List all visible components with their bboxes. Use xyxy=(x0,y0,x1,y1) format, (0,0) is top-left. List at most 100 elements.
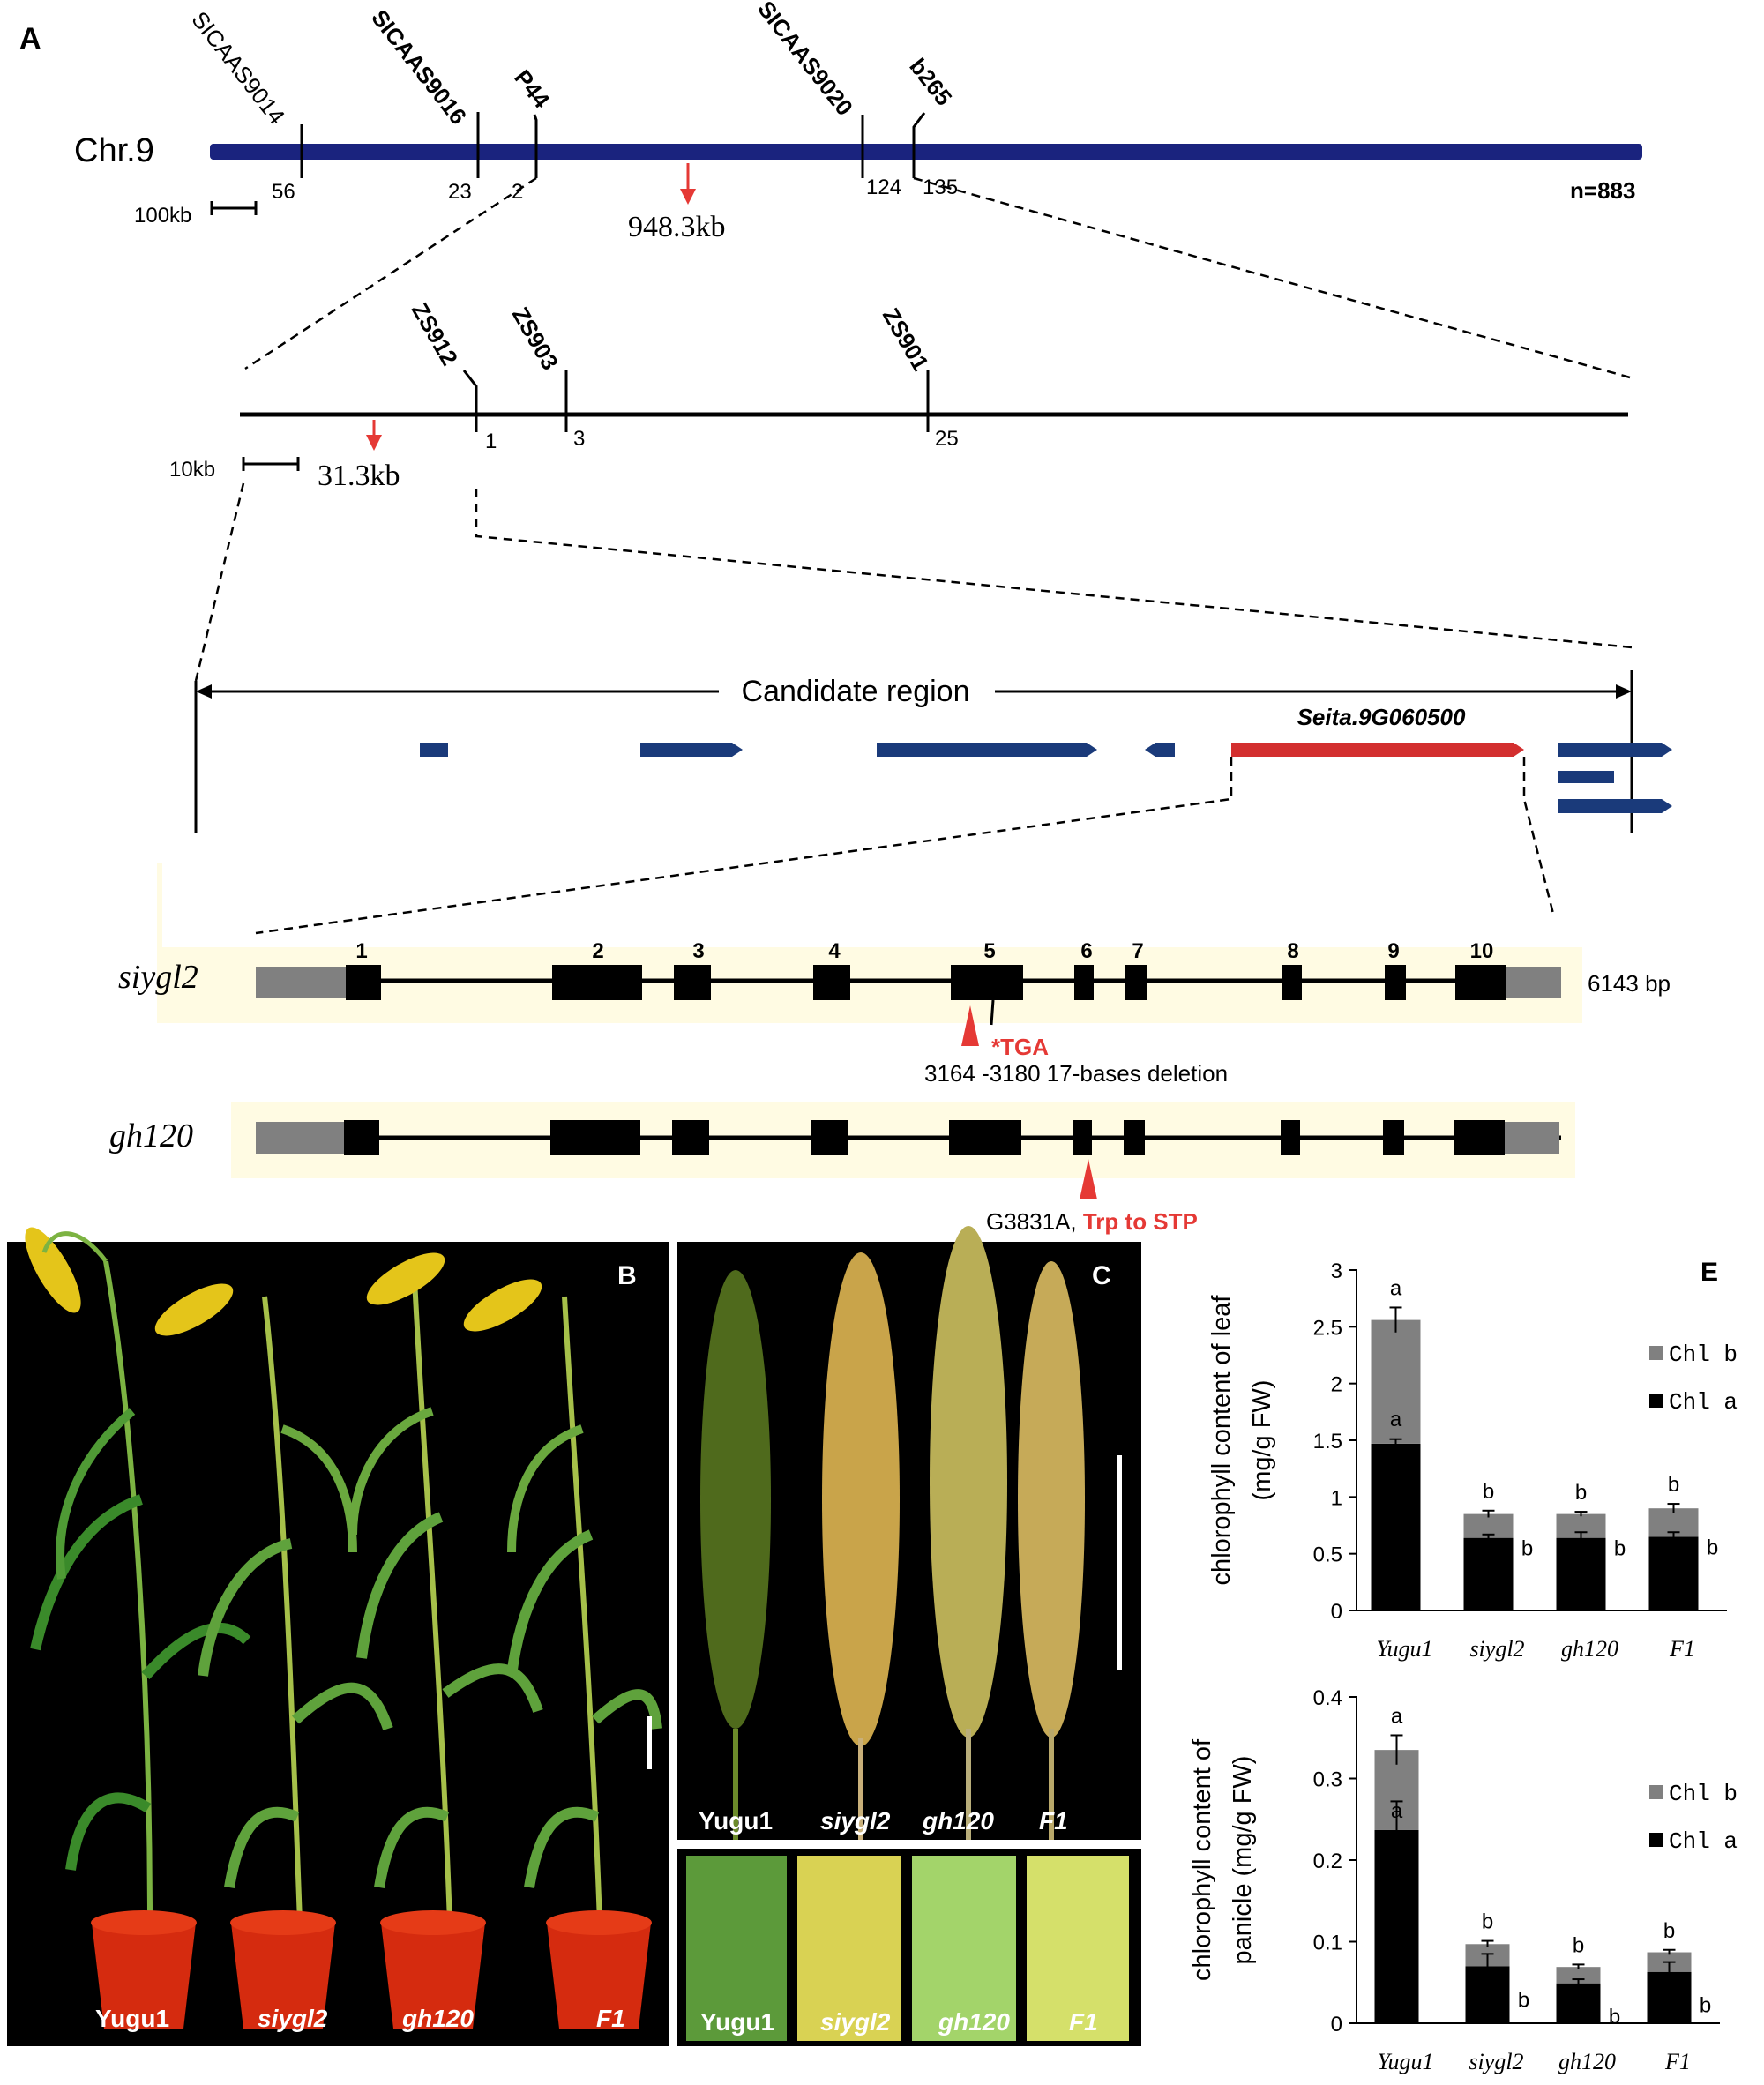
marker-name: ZS903 xyxy=(507,303,564,374)
exon xyxy=(813,965,850,1000)
bar-chl-b xyxy=(1371,1319,1421,1444)
photo-label: gh120 xyxy=(938,2008,1010,2036)
category-label: gh120 xyxy=(1558,2049,1616,2074)
significance-letter: b xyxy=(1573,1933,1584,1957)
chromosome-label: Chr.9 xyxy=(74,132,154,169)
panicle-F1 xyxy=(1018,1261,1085,1738)
panicle-yugu1 xyxy=(700,1270,771,1729)
y-tick-label: 0.5 xyxy=(1313,1543,1342,1567)
photo-label: F1 xyxy=(1069,2008,1098,2036)
category-label: Yugu1 xyxy=(1376,1636,1432,1662)
category-label: F1 xyxy=(1669,1636,1695,1662)
candidate-region: Candidate region Seita.9G060500 xyxy=(194,670,1672,833)
bar-chl-a xyxy=(1648,1536,1699,1610)
marker-count: 2 xyxy=(512,180,523,204)
exon xyxy=(552,965,642,1000)
marker-b265: b265 135 xyxy=(904,53,958,199)
marker-ZS901: ZS901 25 xyxy=(878,303,959,451)
exon xyxy=(1383,1120,1404,1155)
exon xyxy=(1385,965,1406,1000)
panel-letter-c: C xyxy=(1092,1261,1111,1290)
marker-name: ZS912 xyxy=(407,298,463,370)
zoom-line-right xyxy=(913,176,1631,379)
exon-number: 9 xyxy=(1387,939,1399,963)
stop-codon-marker xyxy=(990,999,995,1026)
marker-count: 56 xyxy=(272,180,295,204)
significance-letter: a xyxy=(1391,1704,1403,1728)
exon-number: 7 xyxy=(1132,939,1143,963)
significance-letter: b xyxy=(1482,1910,1493,1934)
marker-count: 25 xyxy=(935,427,959,451)
scale-bar-100kb: 100kb xyxy=(134,201,258,228)
marker-name: P44 xyxy=(509,64,555,113)
panicle-gh120 xyxy=(930,1226,1007,1738)
exon-number: 4 xyxy=(828,939,841,963)
panicle-illustrations xyxy=(700,1226,1122,1840)
allele-label: siygl2 xyxy=(118,959,198,996)
plant-gh120 xyxy=(348,1252,543,1924)
marker-SICAAS9016: SICAAS9016 23 xyxy=(366,4,480,204)
highlight-band xyxy=(157,947,1582,1023)
zoom-line-left xyxy=(194,482,245,682)
y-tick-label: 1.5 xyxy=(1313,1430,1342,1454)
bar-chl-a xyxy=(1463,1537,1514,1610)
interval-label: 31.3kb xyxy=(318,460,400,492)
significance-letter: b xyxy=(1609,2006,1620,2029)
marker-name: SICAAS9020 xyxy=(752,0,858,121)
mutation-label: G3831A, Trp to STP xyxy=(986,1208,1198,1235)
y-tick-label: 3 xyxy=(1331,1259,1342,1283)
photo-label: siygl2 xyxy=(258,2005,328,2032)
significance-letter: b xyxy=(1668,1473,1679,1497)
y-axis-label: (mg/g FW) xyxy=(1248,1380,1276,1501)
marker-count: 135 xyxy=(923,176,958,199)
bar-chl-a xyxy=(1371,1443,1421,1610)
marker-count: 23 xyxy=(448,180,472,204)
significance-letter: a xyxy=(1391,1799,1403,1823)
y-tick-label: 1 xyxy=(1331,1486,1342,1510)
legend-swatch-chl-a xyxy=(1649,1394,1663,1408)
panel-letter-a: A xyxy=(19,22,41,56)
scale-label: 100kb xyxy=(134,204,191,228)
gene-length: 6143 bp xyxy=(1588,970,1671,997)
legend-label: Chl a xyxy=(1669,1828,1738,1855)
exon-number: 10 xyxy=(1470,939,1494,963)
scale-bar xyxy=(647,1716,652,1769)
exon xyxy=(1073,1120,1092,1155)
photo-label: Yugu1 xyxy=(95,2005,169,2032)
utr-3 xyxy=(1505,967,1561,998)
mutation-effect: Trp to STP xyxy=(1083,1208,1198,1235)
photo-label: gh120 xyxy=(922,1807,994,1835)
legend-label: Chl a xyxy=(1669,1389,1738,1416)
exon-number: 2 xyxy=(592,939,603,963)
legend-swatch-chl-b xyxy=(1649,1346,1663,1360)
fine-map: ZS912 1 ZS903 3 ZS901 25 31.3kb 10kb xyxy=(169,298,1628,492)
allele-label: gh120 xyxy=(109,1117,193,1155)
y-tick-label: 0.1 xyxy=(1313,1932,1342,1955)
leaf-yugu1 xyxy=(686,1856,787,2041)
photo-label: F1 xyxy=(596,2005,625,2032)
photo-panel-d: D Yugu1 siygl2 gh120 F1 xyxy=(677,1849,1141,2046)
zoom-line-right xyxy=(475,489,1633,649)
photo-label: siygl2 xyxy=(820,1807,891,1835)
panel-letter-e: E xyxy=(1700,1258,1718,1287)
category-label: Yugu1 xyxy=(1377,2049,1433,2074)
gene-model xyxy=(1558,771,1614,783)
deletion-marker xyxy=(961,1005,979,1046)
mutation-label: 3164 -3180 17-bases deletion xyxy=(924,1060,1228,1087)
legend-swatch-chl-a xyxy=(1649,1833,1663,1847)
exon xyxy=(1282,965,1302,1000)
interval-label: 948.3kb xyxy=(628,211,726,243)
significance-letter: b xyxy=(1614,1537,1626,1561)
y-tick-label: 2 xyxy=(1331,1373,1342,1397)
category-label: siygl2 xyxy=(1469,2049,1523,2074)
highlight-band xyxy=(231,1102,1575,1178)
marker-count: 1 xyxy=(485,430,497,453)
utr-3 xyxy=(1503,1122,1559,1154)
exon-number: 6 xyxy=(1080,939,1092,963)
scale-bar xyxy=(1117,1455,1122,1670)
chromosome-bar xyxy=(210,144,1642,160)
marker-name: ZS901 xyxy=(878,303,934,375)
y-tick-label: 0.2 xyxy=(1313,1850,1342,1873)
exon xyxy=(1125,965,1147,1000)
